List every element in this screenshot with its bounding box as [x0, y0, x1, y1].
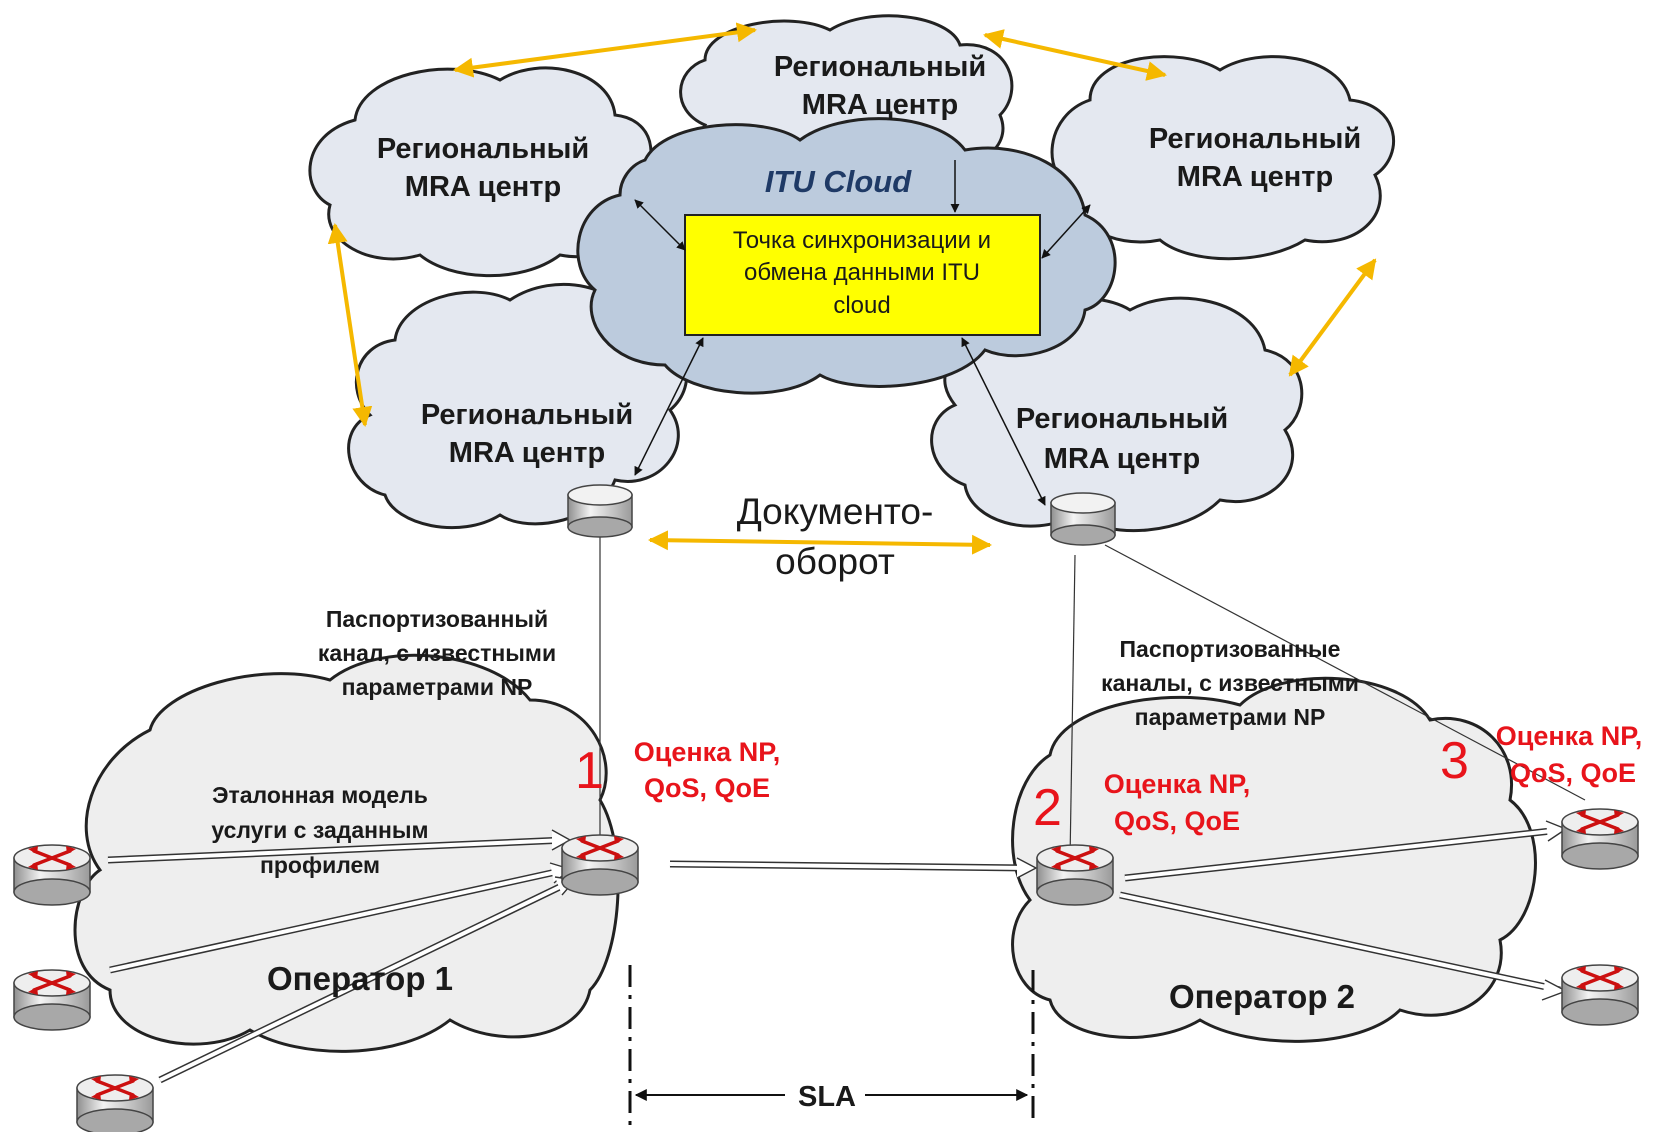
- assessment-label: QoS, QoE: [644, 773, 770, 803]
- operator2-label: Оператор 2: [1169, 978, 1355, 1015]
- router-icon: [1560, 963, 1640, 1027]
- assessment-number: 2: [1033, 779, 1062, 837]
- channel-line: [1069, 554, 1076, 861]
- router-icon: [12, 843, 92, 907]
- mra-label: Региональный: [774, 51, 986, 83]
- sla-label: SLA: [798, 1081, 856, 1113]
- mra-label: Региональный: [1016, 403, 1228, 435]
- doc-flow-label: оборот: [775, 541, 895, 582]
- itu-cloud-label: ITU Cloud: [765, 164, 912, 199]
- traffic-arrow: [1124, 820, 1568, 882]
- router-icon: [560, 833, 640, 897]
- orange-link: [648, 530, 992, 555]
- right-channel-label: каналы, с известными: [1101, 670, 1359, 696]
- orange-link: [983, 29, 1167, 81]
- mra-label: Региональный: [1149, 123, 1361, 155]
- sync-box-text: Точка синхронизации и: [733, 227, 991, 254]
- mra-label: Региональный: [377, 133, 589, 165]
- router-icon: [12, 968, 92, 1032]
- operator1-cloud: [73, 653, 620, 1053]
- assessment-label: QoS, QoE: [1114, 806, 1240, 836]
- router-icon: [1560, 807, 1640, 871]
- assessment-label: Оценка NP,: [634, 737, 780, 767]
- sync-link: [961, 337, 1046, 506]
- doc-flow-label: Документо-: [737, 491, 934, 532]
- reference-model-label: Эталонная модель: [212, 782, 428, 808]
- database-icon: [1050, 492, 1116, 546]
- left-channel-label: Паспортизованный: [326, 606, 548, 632]
- sync-link: [634, 337, 704, 476]
- sync-box-text: cloud: [833, 292, 890, 319]
- mra-label: MRA центр: [1177, 161, 1333, 193]
- sync-box: [684, 214, 1041, 336]
- mra-label: MRA центр: [802, 89, 958, 121]
- right-channel-label: параметрами NP: [1135, 704, 1326, 730]
- mra-label: MRA центр: [1044, 443, 1200, 475]
- orange-link: [453, 22, 757, 78]
- sync-link: [634, 199, 686, 251]
- orange-link: [1288, 258, 1377, 377]
- sync-link: [1041, 204, 1091, 259]
- traffic-arrow: [669, 857, 1038, 879]
- assessment-label: Оценка NP,: [1104, 769, 1250, 799]
- assessment-label: Оценка NP,: [1496, 721, 1642, 751]
- channel-line: [1104, 544, 1586, 801]
- mra-label: MRA центр: [449, 437, 605, 469]
- left-channel-label: канал, с известными: [318, 640, 556, 666]
- reference-model-label: профилем: [260, 852, 380, 878]
- operator1-label: Оператор 1: [267, 960, 453, 997]
- router-icon: [75, 1073, 155, 1132]
- reference-model-label: услуги с заданным: [211, 817, 428, 843]
- right-channel-label: Паспортизованные: [1120, 636, 1341, 662]
- orange-link: [327, 223, 373, 427]
- database-icon: [567, 484, 633, 538]
- sync-box-text: обмена данными ITU: [744, 259, 980, 286]
- mra-cloud-bottom-left: [347, 282, 689, 530]
- assessment-number: 1: [575, 742, 604, 800]
- mra-label: MRA центр: [405, 171, 561, 203]
- mra-label: Региональный: [421, 399, 633, 431]
- left-channel-label: параметрами NP: [342, 674, 533, 700]
- traffic-arrow: [109, 862, 572, 974]
- assessment-number: 3: [1440, 732, 1469, 790]
- router-icon: [1035, 843, 1115, 907]
- traffic-arrow: [107, 829, 572, 864]
- traffic-arrow: [1119, 891, 1568, 1001]
- assessment-label: QoS, QoE: [1510, 758, 1636, 788]
